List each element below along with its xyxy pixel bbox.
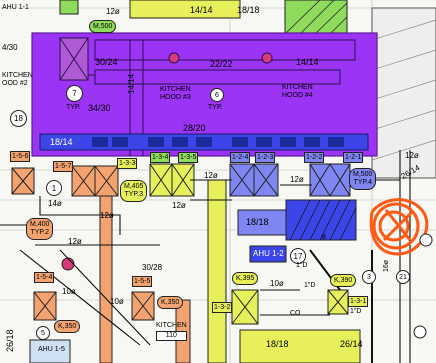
tag-1-3-4[interactable]: 1-3-4 [150,152,171,163]
duct-14-14-vertical: 14/14 [127,73,136,94]
k395-pill[interactable]: K,395 [232,272,259,285]
yellow-duct-vertical [207,179,227,363]
tag-1-3-5[interactable]: 1-3-5 [178,152,199,163]
tag-1-2-1[interactable]: 1-2-1 [343,152,364,163]
tag-1-5-4[interactable]: 1-5-4 [34,272,55,283]
tag-circle-17: 17 [290,248,306,264]
duct-18-18-top: 18/18 [237,5,260,15]
duct-10-a: 10ø [62,287,76,296]
pipe-1d-a: 1"D [296,262,308,269]
duct-16: 16ø [383,259,390,272]
ahu-1-1-label: AHU 1-1 [2,4,29,11]
diffuser-row-blue [229,163,351,197]
co-label: CO [290,310,301,317]
duct-14-14-kitchen: 14/14 [296,57,319,67]
duct-18-18-bottom: 18/18 [266,339,289,349]
hood-tag-7: 7 [66,85,83,102]
k350-pill-left[interactable]: K,350 [54,320,81,333]
tag-1-2-4[interactable]: 1-2-4 [230,152,251,163]
duct-10-c: 10ø [270,279,284,288]
duct-22-22: 22/22 [210,59,233,69]
duct-18-18-mid: 18/18 [246,217,269,227]
duct-4-30: 4/30 [2,43,18,52]
diffuser-row-orange [11,165,119,197]
tag-18: 18 [10,110,27,127]
blue-duct-mid [237,209,289,236]
tag-1-3-3[interactable]: 1-3-3 [117,158,138,169]
tag-circle-5: 5 [36,326,50,340]
ahu-1-2-label: AHU 1-2 [253,249,284,258]
tag-1-2-2[interactable]: 1-2-2 [304,152,325,163]
tag-1-3-2[interactable]: 1-3-2 [212,302,233,313]
tag-8: 8 [322,234,326,241]
duct-18-14: 18/14 [50,137,73,147]
duct-34-30: 34/30 [88,103,111,113]
tag-circle-1: 1 [46,180,62,196]
hatched-area-right [371,7,436,179]
diffuser-row-yellow [149,163,195,197]
tag-circle-3: 3 [362,270,376,284]
tag-1-5-7[interactable]: 1-5-7 [53,161,74,172]
tag-1-3-1[interactable]: 1-3-1 [348,296,369,307]
tag-1-5-5[interactable]: 1-5-5 [132,276,153,287]
duct-30-24: 30/24 [95,57,118,67]
pipe-1d-b: 1"D [304,282,316,289]
duct-14: 14ø [48,199,62,208]
duct-12-right: 12ø [405,151,419,160]
ahu-1-5-label: AHU 1-5 [38,346,65,353]
tag-1-2-3[interactable]: 1-2-3 [255,152,276,163]
duct-26-18: 26/18 [5,329,15,352]
diffuser-row-lower-yellow [231,289,349,325]
duct-12-mid: 12ø [204,171,218,180]
diffuser-row-lower-orange [33,291,155,321]
kitchen-110-label: KITCHEN 110 [156,322,187,341]
red-markup-cloud [369,198,429,256]
duct-10-b: 10ø [110,297,124,306]
duct-14-14-top: 14/14 [190,5,213,15]
exhaust-box-left [59,37,89,81]
duct-12-left: 12ø [100,211,114,220]
k390-pill[interactable]: K,390 [330,274,357,287]
duct-12-mid2: 12ø [172,201,186,210]
duct-28-20: 28/20 [183,123,206,133]
green-duct-top [284,0,348,35]
duct-size-12: 12ø [106,7,120,16]
duct-12-right2: 12ø [290,175,304,184]
k350-pill-right[interactable]: K,350 [157,296,184,309]
typ-label-6: TYP. [208,104,223,111]
hood-tag-6: 6 [210,88,224,102]
yellow-duct-top [129,0,241,19]
pipe-1d-c: 1"D [350,308,362,315]
typ-label-7: TYP. [66,104,81,111]
duct-12-low: 12ø [68,237,82,246]
duct-30-28: 30/28 [142,263,163,272]
tag-1-5-6[interactable]: 1-5-6 [10,151,31,162]
tag-circle-21: 21 [396,270,410,284]
duct-26-14-bottom: 26/14 [340,339,363,349]
m500-top-pill[interactable]: M,500 [89,20,117,33]
